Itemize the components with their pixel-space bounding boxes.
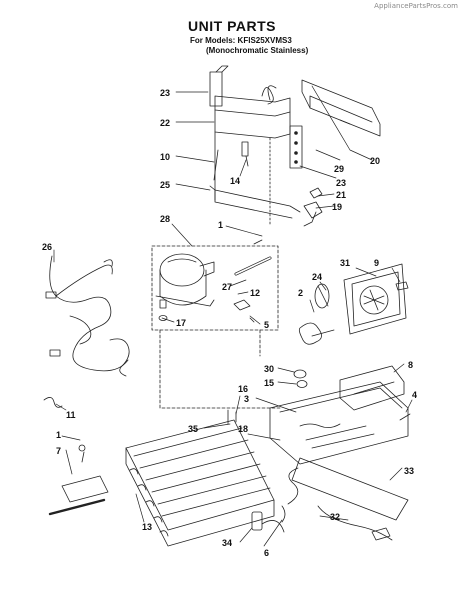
- callout-26: 26: [42, 242, 52, 252]
- callout-5: 5: [264, 320, 269, 330]
- models-line: For Models: KFIS25XVMS3: [190, 36, 292, 45]
- callout-23: 23: [160, 88, 170, 98]
- callout-32: 32: [330, 512, 340, 522]
- callout-1: 1: [218, 220, 223, 230]
- upper-bracket-assembly: [209, 65, 303, 225]
- callout-7: 7: [56, 446, 61, 456]
- callout-25: 25: [160, 180, 170, 190]
- callout-34: 34: [222, 538, 232, 548]
- foot-spacer: [251, 505, 286, 531]
- drain-tube-parts: [303, 187, 323, 227]
- callout-8: 8: [408, 360, 413, 370]
- callout-18: 18: [238, 424, 248, 434]
- callout-35: 35: [188, 424, 198, 434]
- watermark: AppliancePartsPros.com: [374, 2, 458, 10]
- finish-line: (Monochromatic Stainless): [206, 46, 309, 55]
- callout-27: 27: [222, 282, 232, 292]
- callout-3: 3: [244, 394, 249, 404]
- callout-9: 9: [374, 258, 379, 268]
- callout-24: 24: [312, 272, 322, 282]
- air-duct-cover: [301, 79, 381, 137]
- callout-14: 14: [230, 176, 240, 186]
- base-pan-assembly: [269, 365, 411, 465]
- callout-1b: 1: [56, 430, 61, 440]
- callout-31: 31: [340, 258, 350, 268]
- callout-21: 21: [336, 190, 346, 200]
- callout-28: 28: [160, 214, 170, 224]
- callout-19: 19: [332, 202, 342, 212]
- callout-22: 22: [160, 118, 170, 128]
- callout-4: 4: [412, 390, 417, 400]
- wiring-harness: [45, 255, 130, 377]
- leader-dashed: [159, 329, 281, 409]
- callout-17: 17: [176, 318, 186, 328]
- compressor-assembly: [151, 239, 279, 331]
- callout-16: 16: [238, 384, 248, 394]
- callout-11: 11: [66, 410, 76, 420]
- callout-15: 15: [264, 378, 274, 388]
- drain-tube: [261, 457, 409, 541]
- wire-clip: [43, 397, 63, 408]
- leader-lines: [53, 85, 413, 547]
- callout-33: 33: [404, 466, 414, 476]
- callout-numbers: 23 22 10 25 14 20 29 23 21 19 28 1 26 27…: [42, 88, 417, 558]
- callout-6: 6: [264, 548, 269, 558]
- callout-30: 30: [264, 364, 274, 374]
- condenser-coil: [125, 409, 275, 547]
- callout-10: 10: [160, 152, 170, 162]
- page-title: UNIT PARTS: [188, 18, 276, 34]
- callout-23b: 23: [336, 178, 346, 188]
- callout-20: 20: [370, 156, 380, 166]
- mounting-bracket: [48, 444, 109, 516]
- callout-29: 29: [334, 164, 344, 174]
- callout-13: 13: [142, 522, 152, 532]
- condenser-fan-assembly: [298, 263, 409, 345]
- callout-2: 2: [298, 288, 303, 298]
- callout-12: 12: [250, 288, 260, 298]
